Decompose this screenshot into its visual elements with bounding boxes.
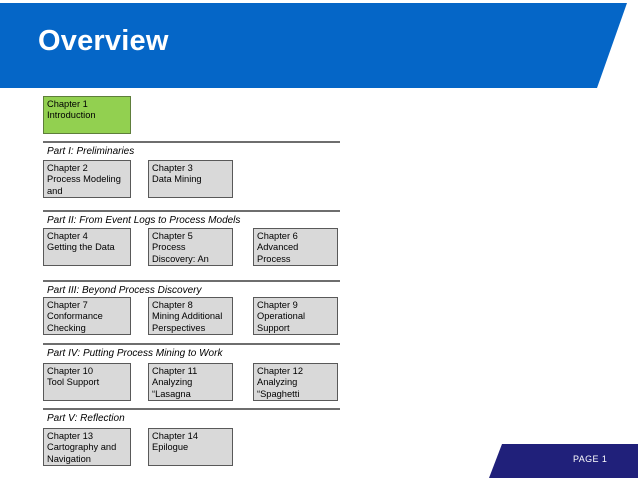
part-label-2: Part II: From Event Logs to Process Mode…: [47, 215, 241, 226]
chapter-number: Chapter 12: [257, 366, 303, 376]
part-label-4: Part IV: Putting Process Mining to Work: [47, 348, 223, 359]
chapter-title: Data Mining: [152, 174, 202, 185]
chapter-box-9: Chapter 9 Operational Support: [253, 297, 338, 335]
chapter-title: Tool Support: [47, 377, 100, 388]
chapter-number: Chapter 4: [47, 231, 88, 241]
chapter-box-8: Chapter 8 Mining Additional Perspectives: [148, 297, 233, 335]
section-divider: [43, 210, 340, 212]
section-divider: [43, 280, 340, 282]
chapter-number: Chapter 10: [47, 366, 93, 376]
chapter-number: Chapter 5: [152, 231, 193, 241]
chapter-box-2: Chapter 2 Process Modeling and Analysis: [43, 160, 131, 198]
chapter-number: Chapter 13: [47, 431, 93, 441]
chapter-title: Cartography and Navigation: [47, 442, 117, 464]
chapter-box-5: Chapter 5 Process Discovery: An Introduc…: [148, 228, 233, 266]
footer-banner: PAGE 1: [489, 444, 638, 478]
chapter-number: Chapter 2: [47, 163, 88, 173]
chapter-title: Operational Support: [257, 311, 306, 333]
page-title: Overview: [38, 25, 169, 57]
chapter-title: Analyzing “Lasagna Processes”: [152, 377, 199, 400]
header-banner: Overview: [0, 3, 627, 88]
section-divider: [43, 343, 340, 345]
chapter-title: Process Discovery: An Introduction: [152, 242, 209, 265]
chapter-box-12: Chapter 12 Analyzing “Spaghetti Processe…: [253, 363, 338, 401]
chapter-number: Chapter 9: [257, 300, 298, 310]
chapter-number: Chapter 7: [47, 300, 88, 310]
chapter-box-14: Chapter 14 Epilogue: [148, 428, 233, 466]
chapter-number: Chapter 8: [152, 300, 193, 310]
chapter-title: Advanced Process Discovery Techniques: [257, 242, 299, 265]
chapter-box-6: Chapter 6 Advanced Process Discovery Tec…: [253, 228, 338, 266]
chapter-box-3: Chapter 3 Data Mining: [148, 160, 233, 198]
chapter-title: Mining Additional Perspectives: [152, 311, 223, 333]
chapter-number: Chapter 6: [257, 231, 298, 241]
chapter-number: Chapter 11: [152, 366, 198, 376]
chapter-box-4: Chapter 4 Getting the Data: [43, 228, 131, 266]
chapter-title: Introduction: [47, 110, 96, 121]
chapter-title: Process Modeling and Analysis: [47, 174, 121, 197]
chapter-box-13: Chapter 13 Cartography and Navigation: [43, 428, 131, 466]
chapter-title: Conformance Checking: [47, 311, 103, 333]
chapter-box-10: Chapter 10 Tool Support: [43, 363, 131, 401]
chapter-title: Epilogue: [152, 442, 189, 453]
page-number: PAGE 1: [573, 454, 608, 464]
chapter-box-7: Chapter 7 Conformance Checking: [43, 297, 131, 335]
chapter-box-11: Chapter 11 Analyzing “Lasagna Processes”: [148, 363, 233, 401]
chapter-number: Chapter 14: [152, 431, 198, 441]
section-divider: [43, 141, 340, 143]
chapter-box-1: Chapter 1 Introduction: [43, 96, 131, 134]
chapter-number: Chapter 3: [152, 163, 193, 173]
chapter-number: Chapter 1: [47, 99, 88, 109]
part-label-5: Part V: Reflection: [47, 413, 125, 424]
chapter-title: Analyzing “Spaghetti Processes”: [257, 377, 304, 400]
part-label-1: Part I: Preliminaries: [47, 146, 135, 157]
part-label-3: Part III: Beyond Process Discovery: [47, 285, 202, 296]
section-divider: [43, 408, 340, 410]
chapter-title: Getting the Data: [47, 242, 115, 253]
